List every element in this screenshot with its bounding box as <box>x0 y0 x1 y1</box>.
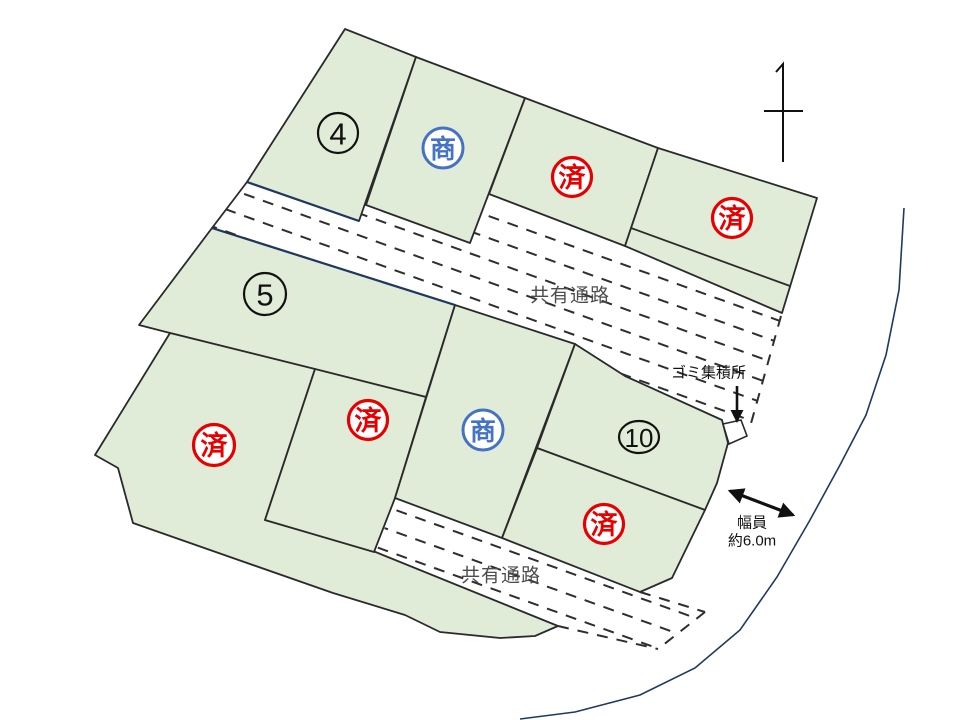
sold-stamp: 済 <box>582 502 626 546</box>
navy-edge-parcel4-bottom <box>246 180 360 223</box>
negotiation-stamp-label: 商 <box>430 134 456 164</box>
sold-stamp-label: 済 <box>201 430 229 461</box>
parcel-internal-boundary <box>630 227 791 287</box>
garbage-station-label: ゴミ集積所 <box>671 364 746 382</box>
shared-passage-upper-label: 共有通路 <box>530 285 610 307</box>
parcel-number-10-label: 10 <box>625 423 654 453</box>
parcel-number-4: 4 <box>316 111 360 155</box>
parcel-number-5: 5 <box>242 271 288 317</box>
sold-stamp-label: 済 <box>559 162 587 193</box>
parcel-number-5-label: 5 <box>256 278 273 313</box>
shared-passage-lower-hatching <box>376 498 706 650</box>
sold-stamp: 済 <box>550 155 594 199</box>
road-width-value: 約6.0m <box>728 533 776 550</box>
sold-stamp-label: 済 <box>591 509 619 540</box>
negotiation-stamp: 商 <box>421 126 465 170</box>
survey-cross-icon <box>764 61 803 162</box>
road-width-label: 幅員 <box>737 515 767 532</box>
sold-stamp: 済 <box>710 196 754 240</box>
parcel-polygons <box>94 28 818 639</box>
negotiation-stamp-label: 商 <box>470 416 496 446</box>
sold-stamp: 済 <box>346 398 390 442</box>
road-edge-line <box>519 207 905 720</box>
sold-stamp-label: 済 <box>719 203 747 234</box>
shared-passage-lower-mouth-dashed-edges <box>557 591 706 650</box>
sold-stamp: 済 <box>191 422 237 468</box>
shared-passage-lower-label: 共有通路 <box>461 565 541 587</box>
negotiation-stamp: 商 <box>461 408 505 452</box>
sold-stamp-label: 済 <box>355 405 383 436</box>
parcel-number-4-label: 4 <box>329 117 346 152</box>
road-width-arrow <box>727 488 796 518</box>
outer-boundary-passage-left-end <box>211 181 248 229</box>
parcel-number-10: 10 <box>617 419 661 455</box>
shared-passage-upper-mouth-dashed-edge <box>749 315 782 428</box>
